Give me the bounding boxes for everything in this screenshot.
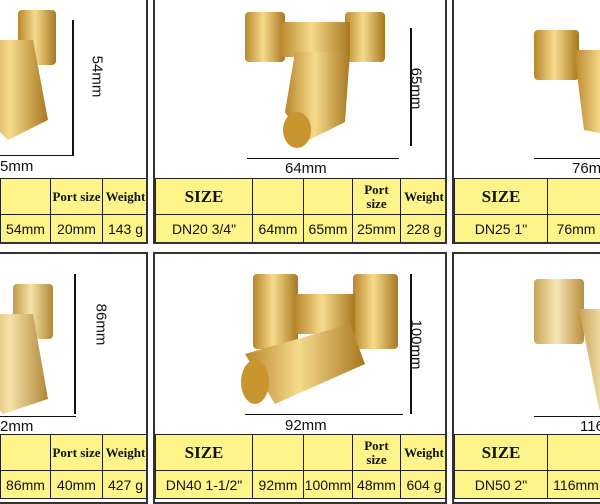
dimension-line bbox=[247, 158, 399, 159]
vertical-dimension: 100mm bbox=[408, 319, 425, 369]
table-cell: 48mm bbox=[353, 471, 401, 499]
table-row: DN25 1"76mm bbox=[455, 215, 600, 243]
table-cell: 100mm bbox=[304, 471, 353, 499]
blank-header bbox=[548, 179, 600, 215]
blank-header bbox=[304, 435, 353, 471]
brass-strainer-image bbox=[0, 0, 68, 150]
size-header: SIZE bbox=[455, 179, 548, 215]
brass-strainer-image bbox=[524, 10, 600, 160]
weight-header: Weight bbox=[103, 179, 149, 215]
port-size-header: Port size bbox=[353, 435, 401, 471]
table-cell: 92mm bbox=[253, 471, 304, 499]
blank-header bbox=[304, 179, 353, 215]
table-cell: 64mm bbox=[253, 215, 304, 243]
table-cell: DN40 1-1/2" bbox=[156, 471, 253, 499]
size-header: SIZE bbox=[156, 435, 253, 471]
dimension-line bbox=[72, 20, 74, 155]
horizontal-dimension: 92mm bbox=[285, 417, 327, 434]
table-header-row: SIZE bbox=[455, 435, 600, 471]
port-size-header: Port size bbox=[353, 179, 401, 215]
blank-header bbox=[1, 435, 51, 471]
table-cell: 427 g bbox=[103, 471, 149, 499]
blank-header bbox=[253, 179, 304, 215]
dimension-line bbox=[0, 416, 76, 417]
table-cell: 86mm bbox=[1, 471, 51, 499]
table-cell: 25mm bbox=[353, 215, 401, 243]
horizontal-dimension: 64mm bbox=[285, 160, 327, 177]
table-cell: 40mm bbox=[51, 471, 103, 499]
table-cell: 116mm bbox=[548, 471, 600, 499]
vertical-dimension: 65mm bbox=[407, 68, 424, 110]
table-row: DN50 2"116mm bbox=[455, 471, 600, 499]
table-cell: 228 g bbox=[401, 215, 448, 243]
horizontal-dimension: 76m bbox=[572, 160, 600, 177]
table-cell: DN20 3/4" bbox=[156, 215, 253, 243]
table-cell: 76mm bbox=[548, 215, 600, 243]
table-header-row: SIZE bbox=[455, 179, 600, 215]
blank-header bbox=[253, 435, 304, 471]
port-size-header: Port size bbox=[51, 179, 103, 215]
table-cell: 54mm bbox=[1, 215, 51, 243]
weight-header: Weight bbox=[401, 179, 448, 215]
blank-header bbox=[548, 435, 600, 471]
horizontal-dimension: 116 bbox=[580, 418, 600, 435]
brass-strainer-image bbox=[529, 269, 600, 429]
table-cell: DN50 2" bbox=[455, 471, 548, 499]
weight-header: Weight bbox=[401, 435, 448, 471]
dimension-line bbox=[245, 414, 403, 415]
brass-strainer-image bbox=[225, 2, 395, 152]
table-cell: DN25 1" bbox=[455, 215, 548, 243]
brass-strainer-image bbox=[225, 264, 405, 424]
vertical-dimension: 86mm bbox=[92, 304, 109, 346]
size-header: SIZE bbox=[455, 435, 548, 471]
weight-header: Weight bbox=[103, 435, 149, 471]
size-header: SIZE bbox=[156, 179, 253, 215]
dimension-line bbox=[534, 158, 600, 159]
dimension-line bbox=[74, 274, 76, 414]
horizontal-dimension: 5mm bbox=[0, 158, 33, 175]
vertical-dimension: 54mm bbox=[88, 56, 105, 98]
table-cell: 20mm bbox=[51, 215, 103, 243]
table-cell: 604 g bbox=[401, 471, 448, 499]
dimension-line bbox=[0, 155, 74, 156]
horizontal-dimension: 2mm bbox=[0, 418, 33, 435]
blank-header bbox=[1, 179, 51, 215]
table-cell: 143 g bbox=[103, 215, 149, 243]
brass-strainer-image bbox=[0, 264, 68, 424]
port-size-header: Port size bbox=[51, 435, 103, 471]
table-cell: 65mm bbox=[304, 215, 353, 243]
dimension-line bbox=[534, 416, 600, 417]
